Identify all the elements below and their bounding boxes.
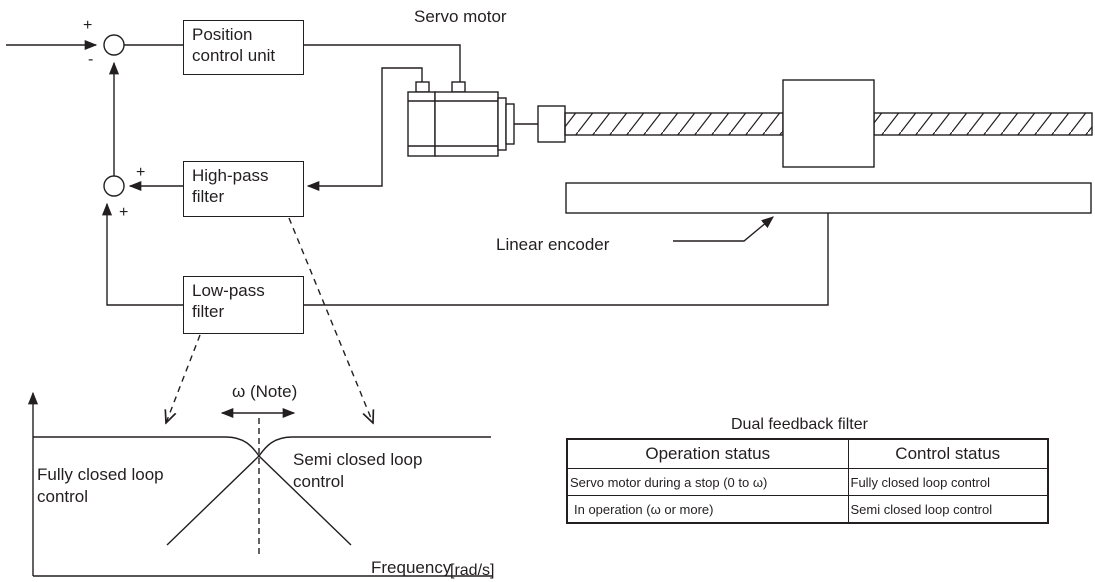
linear-encoder-scale — [565, 182, 1092, 214]
control-status-cell: Fully closed loop control — [847, 468, 1049, 496]
header-operation-status: Operation status — [566, 438, 849, 469]
table-header-row: Operation status Control status — [566, 438, 1049, 469]
semi-closed-label: Semi closed loop control — [293, 450, 423, 491]
servo-motor — [407, 81, 566, 157]
position-to-motor-line — [304, 44, 461, 88]
top-plus-sign: + — [83, 17, 93, 34]
linear-encoder-to-lowpass-line — [304, 213, 829, 306]
highpass-curve — [166, 436, 491, 546]
table-row: Servo motor during a stop (0 to ω) Fully… — [566, 468, 1049, 496]
position-control-unit-block: Position control unit — [183, 20, 304, 75]
high-pass-filter-block: High-pass filter — [183, 161, 304, 217]
control-status-cell: Semi closed loop control — [847, 495, 1049, 524]
ball-screw — [564, 79, 1093, 168]
lowpass-to-sum-line — [101, 202, 183, 306]
linear-encoder-label: Linear encoder — [496, 235, 610, 254]
linear-encoder-leader — [673, 216, 774, 242]
header-control-status: Control status — [847, 438, 1049, 469]
servo-motor-label: Servo motor — [414, 7, 507, 26]
summing-junction-top — [103, 34, 125, 56]
frequency-graph — [27, 391, 492, 577]
middle-plus-right-sign: + — [136, 164, 146, 181]
frequency-axis-label: Frequency — [371, 558, 452, 577]
frequency-unit-label: [rad/s] — [450, 562, 495, 579]
summing-junction-middle — [103, 175, 125, 197]
highpass-dashed-leader — [288, 217, 373, 423]
operation-status-cell: In operation (ω or more) — [566, 495, 849, 524]
table-caption: Dual feedback filter — [731, 416, 868, 433]
encoder-to-highpass-line — [306, 67, 423, 192]
middle-plus-bottom-sign: + — [119, 204, 129, 221]
omega-note-label: ω (Note) — [232, 382, 298, 401]
table-row: In operation (ω or more) Semi closed loo… — [566, 495, 1049, 524]
screw-nut-table — [782, 79, 875, 168]
fully-closed-label: Fully closed loop control — [37, 465, 164, 506]
operation-status-cell: Servo motor during a stop (0 to ω) — [566, 468, 849, 496]
dual-feedback-filter-table: Operation status Control status Servo mo… — [566, 438, 1049, 524]
low-pass-filter-block: Low-pass filter — [183, 276, 304, 334]
top-minus-sign: - — [88, 51, 94, 68]
lowpass-dashed-leader — [166, 334, 201, 423]
